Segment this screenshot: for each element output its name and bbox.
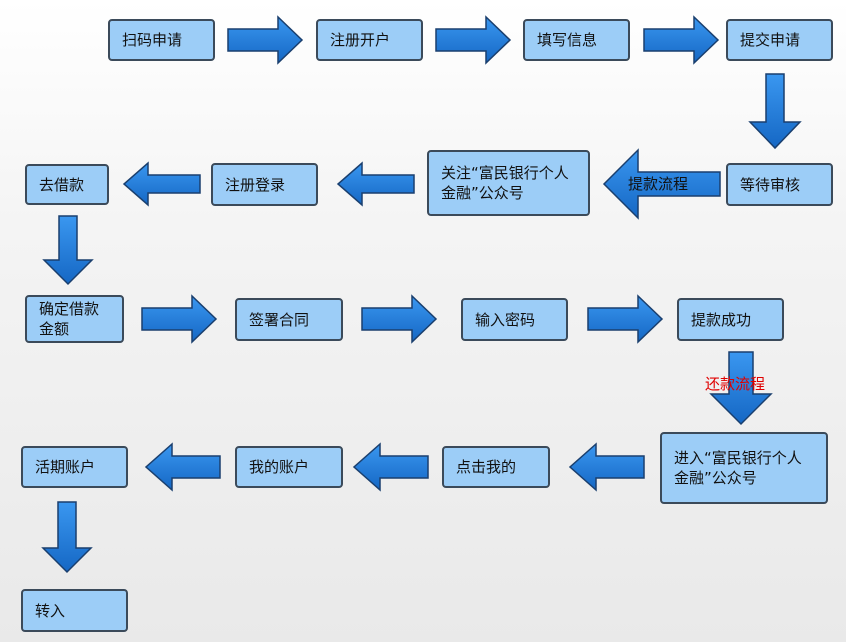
node-scan-apply: 扫码申请 [108, 19, 215, 61]
arrow-right-5 [361, 294, 438, 344]
arrow-right-2 [435, 15, 512, 65]
node-confirm-amount: 确定借款 金额 [25, 295, 124, 343]
node-my-account: 我的账户 [235, 446, 343, 488]
arrow-right-3 [643, 15, 720, 65]
arrow-left-2 [336, 161, 415, 207]
node-go-borrow: 去借款 [25, 164, 109, 205]
arrow-down-1 [748, 73, 802, 150]
node-transfer-in: 转入 [21, 589, 128, 632]
arrow-left-withdraw [602, 148, 721, 220]
arrow-left-4 [568, 442, 645, 492]
label-repay-flow: 还款流程 [705, 375, 766, 393]
arrow-left-6 [144, 442, 221, 492]
arrow-right-1 [227, 15, 304, 65]
arrow-left-5 [352, 442, 429, 492]
label-withdraw-flow: 提款流程 [628, 175, 689, 193]
node-current-account: 活期账户 [21, 446, 128, 488]
node-enter-account: 进入“富民银行个人金融”公众号 [660, 432, 828, 504]
arrow-left-3 [122, 161, 201, 207]
arrow-right-6 [587, 294, 664, 344]
arrow-down-2 [42, 215, 94, 286]
node-enter-password: 输入密码 [461, 298, 568, 341]
node-wait-review: 等待审核 [726, 163, 833, 206]
arrow-down-repay [709, 351, 773, 426]
node-register-login: 注册登录 [211, 163, 318, 206]
arrow-right-4 [141, 294, 218, 344]
node-fill-info: 填写信息 [523, 19, 630, 61]
node-submit-apply: 提交申请 [726, 19, 833, 61]
node-sign-contract: 签署合同 [235, 298, 343, 341]
node-withdraw-success: 提款成功 [677, 298, 784, 341]
node-follow-account: 关注“富民银行个人金融”公众号 [427, 150, 590, 216]
arrow-down-3 [41, 501, 93, 574]
node-register-open: 注册开户 [316, 19, 423, 61]
node-click-mine: 点击我的 [442, 446, 550, 488]
